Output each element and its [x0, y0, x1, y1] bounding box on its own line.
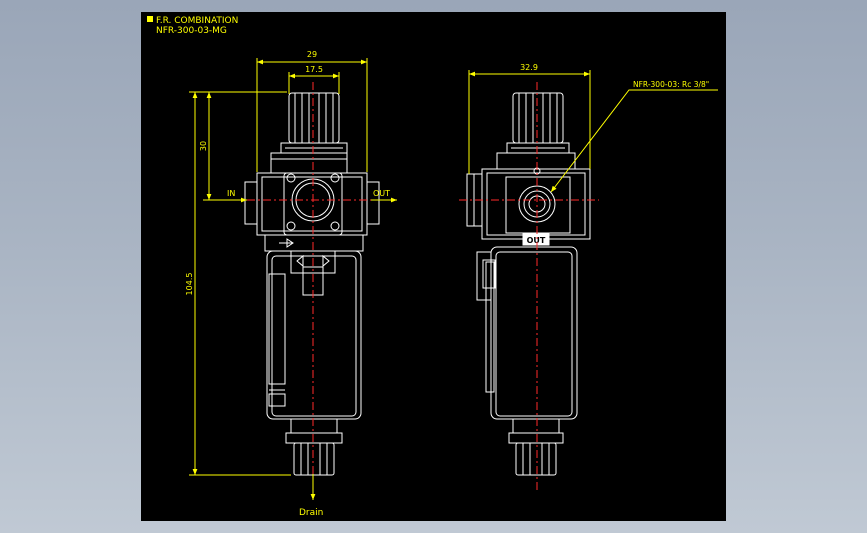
dim-width-total: 29	[307, 50, 317, 59]
bonnet	[270, 152, 348, 174]
port-callout: NFR-300-03: Rc 3/8"	[633, 80, 709, 89]
side-body-block	[481, 168, 591, 240]
drain-knob	[293, 442, 335, 476]
cad-drawing: F.R. COMBINATION NFR-300-03-MG	[147, 16, 718, 518]
dim-height-upper: 30	[199, 141, 208, 151]
side-centerlines	[459, 82, 599, 490]
title-marker	[147, 16, 153, 22]
side-view	[466, 92, 591, 476]
drawing-viewport[interactable]: F.R. COMBINATION NFR-300-03-MG	[141, 12, 726, 521]
side-dimensions	[468, 70, 718, 193]
body-block	[256, 172, 368, 236]
port-out-label: OUT	[373, 189, 390, 198]
front-view	[244, 92, 380, 476]
out-badge-label: OUT	[527, 236, 546, 245]
dim-width-side: 32.9	[520, 63, 538, 72]
title-line2: NFR-300-03-MG	[156, 26, 227, 36]
side-drain-knob	[515, 442, 557, 476]
front-centerlines	[231, 82, 391, 490]
title-line1: F.R. COMBINATION	[156, 16, 238, 26]
side-filter-bowl	[490, 246, 578, 420]
regulator-knob	[288, 92, 340, 144]
dim-width-inner: 17.5	[305, 65, 323, 74]
drain-label: Drain	[299, 508, 323, 518]
dim-height-total: 104.5	[185, 273, 194, 296]
port-in-label: IN	[227, 189, 235, 198]
front-dimensions	[189, 58, 397, 500]
side-regulator-knob	[512, 92, 564, 144]
side-port-face	[505, 176, 571, 234]
out-badge	[522, 233, 550, 246]
